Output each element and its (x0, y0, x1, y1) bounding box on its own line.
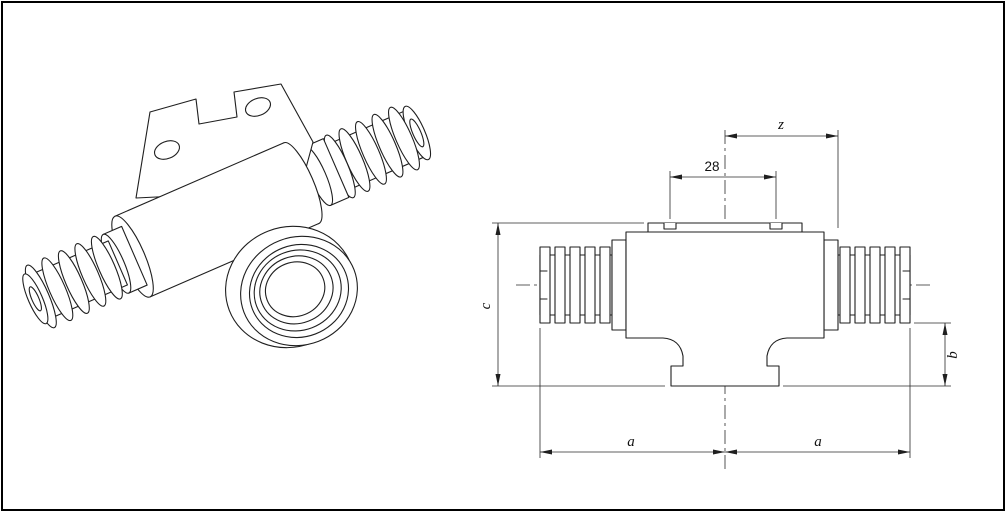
bracket-hole-right (244, 97, 272, 117)
front-body (625, 231, 825, 387)
dim-c: c (478, 222, 665, 387)
dim-28-label: 28 (704, 159, 719, 174)
plate-slot-right (769, 223, 783, 230)
bracket-hole-left (153, 140, 181, 160)
dim-c-label: c (478, 302, 494, 309)
iso-right-barb-end (302, 105, 432, 207)
front-right-collar (823, 239, 839, 331)
iso-threaded-port (225, 225, 358, 349)
front-mounting-plate (647, 222, 803, 233)
dim-b: b (783, 322, 961, 387)
dim-z: z (725, 117, 839, 228)
dim-a-left: a (539, 328, 725, 458)
isometric-view (22, 83, 432, 349)
front-left-collar (611, 239, 627, 331)
dim-z-label: z (777, 117, 784, 133)
dimensions: z 28 c b a (478, 117, 961, 458)
front-view (516, 130, 934, 470)
dim-a-left-label: a (627, 434, 635, 450)
iso-left-barb-end (22, 225, 148, 329)
front-right-barb-end (837, 246, 911, 324)
dim-b-label: b (945, 351, 961, 359)
dim-a-right-label: a (814, 434, 822, 450)
plate-slot-left (663, 223, 677, 230)
dim-a-right: a (725, 328, 911, 458)
front-left-barb-end (539, 246, 613, 324)
dim-28: 28 (669, 159, 777, 219)
